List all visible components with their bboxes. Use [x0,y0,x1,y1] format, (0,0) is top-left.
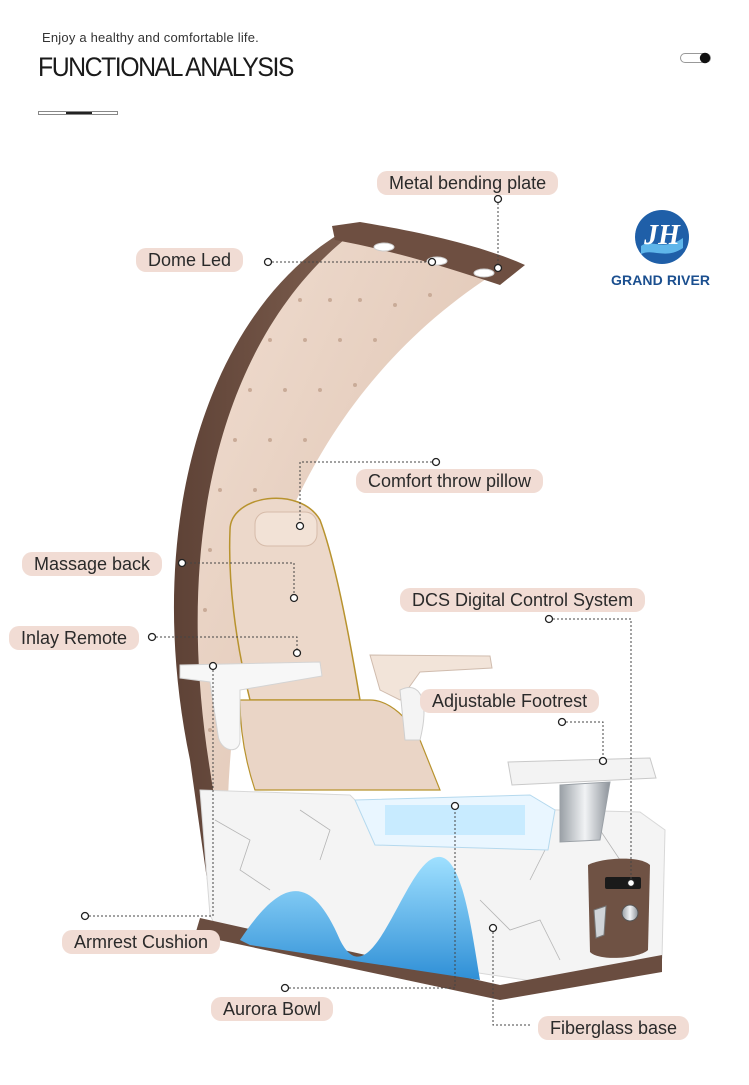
aurora-wave-shape [240,856,480,980]
callout-massage-back: Massage back [22,552,163,576]
canopy-leather [197,235,500,900]
callout-aurora-bowl: Aurora Bowl [211,997,334,1021]
title-underline-accent [66,112,92,114]
brand-name: GRAND RIVER [611,272,711,288]
callout-fiberglass-base: Fiberglass base [538,1016,690,1040]
page-title: FUNCTIONAL ANALYSIS [38,52,294,82]
callout-dome-led: Dome Led [136,248,244,272]
callout-metal-bending-plate: Metal bending plate [377,171,559,195]
title-underline [38,111,118,115]
callout-inlay-remote: Inlay Remote [9,626,140,650]
callout-adjustable-footrest: Adjustable Footrest [420,689,600,713]
callout-comfort-throw-pillow: Comfort throw pillow [356,469,544,493]
jh-wave-logo-icon: JH [635,210,689,264]
callout-armrest-cushion: Armrest Cushion [62,930,221,954]
svg-text:JH: JH [643,220,681,251]
throw-pillow-shape [254,511,318,547]
toggle-switch-icon[interactable] [680,52,712,64]
tagline: Enjoy a healthy and comfortable life. [42,30,259,45]
metal-bending-plate-shape [332,222,525,285]
callout-dcs-digital-control-system: DCS Digital Control System [400,588,646,612]
